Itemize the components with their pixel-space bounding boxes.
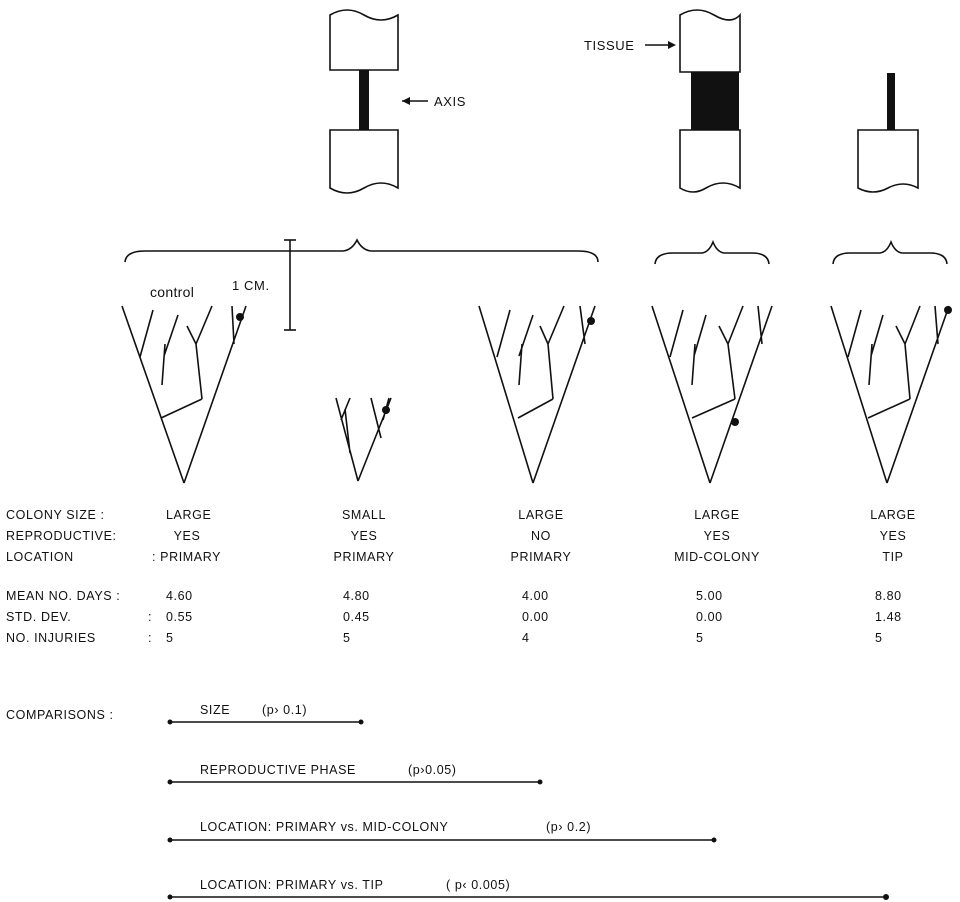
cell-sd: 0.00 (696, 610, 723, 624)
cell-n: 5 (166, 631, 174, 645)
row-sep: : (148, 610, 152, 624)
injury-dot (236, 313, 244, 321)
row-label-injuries: NO. INJURIES (6, 631, 96, 645)
comparison-endpoint (538, 780, 543, 785)
apparatus-tip (858, 73, 918, 192)
comparison-location-tip: LOCATION: PRIMARY vs. TIP ( p‹ 0.005) (168, 878, 890, 900)
cell-size: LARGE (166, 508, 211, 522)
scale-label: 1 CM. (232, 278, 270, 293)
row-labels: COLONY SIZE : REPRODUCTIVE: LOCATION MEA… (6, 508, 152, 645)
row-sep: : (148, 631, 152, 645)
comparison-endpoint (359, 720, 364, 725)
row-label-reproductive: REPRODUCTIVE: (6, 529, 117, 543)
colony-tree-control (122, 306, 246, 483)
cell-location: TIP (882, 550, 903, 564)
colony-tree-tip (831, 306, 952, 483)
row-label-std-dev: STD. DEV. (6, 610, 71, 624)
comparison-reproductive-phase: REPRODUCTIVE PHASE (p›0.05) (168, 763, 543, 785)
tissue-band (691, 72, 739, 130)
colony-tree-no-reproductive (479, 306, 595, 483)
brace-left (125, 240, 598, 262)
cell-sd: 0.55 (166, 610, 193, 624)
cell-mean: 8.80 (875, 589, 902, 603)
comparison-endpoint (168, 838, 173, 843)
brace-middle (655, 242, 769, 264)
brace-right (833, 242, 947, 264)
cell-size: LARGE (518, 508, 563, 522)
cell-mean: 4.60 (166, 589, 193, 603)
injury-dot (587, 317, 595, 325)
cell-sd: 1.48 (875, 610, 902, 624)
injury-dot (944, 306, 952, 314)
comparison-location-mid-colony: LOCATION: PRIMARY vs. MID-COLONY (p› 0.2… (168, 820, 717, 843)
comparison-endpoint (168, 720, 173, 725)
cell-mean: 4.00 (522, 589, 549, 603)
comparison-size: SIZE (p› 0.1) (168, 703, 364, 725)
cell-size: LARGE (694, 508, 739, 522)
cell-reproductive: YES (704, 529, 731, 543)
cell-mean: 5.00 (696, 589, 723, 603)
arrow-icon (645, 41, 676, 49)
cell-size: LARGE (870, 508, 915, 522)
comparison-p: ( p‹ 0.005) (446, 878, 510, 892)
cell-n: 5 (696, 631, 704, 645)
cell-sd: 0.45 (343, 610, 370, 624)
comparison-name: LOCATION: PRIMARY vs. MID-COLONY (200, 820, 448, 834)
comparison-endpoint (883, 894, 889, 900)
colony-tree-small (336, 398, 391, 481)
cell-location: : PRIMARY (152, 550, 221, 564)
cell-reproductive: YES (174, 529, 201, 543)
column-small: SMALL YES PRIMARY 4.80 0.45 5 (334, 508, 395, 645)
row-label-mean-days: MEAN NO. DAYS : (6, 589, 120, 603)
cell-reproductive: NO (531, 529, 551, 543)
comparison-endpoint (712, 838, 717, 843)
comparison-name: LOCATION: PRIMARY vs. TIP (200, 878, 384, 892)
cell-size: SMALL (342, 508, 386, 522)
comparison-p: (p›0.05) (408, 763, 457, 777)
cell-location: MID-COLONY (674, 550, 760, 564)
comparison-p: (p› 0.2) (546, 820, 591, 834)
row-label-location: LOCATION (6, 550, 74, 564)
cell-sd: 0.00 (522, 610, 549, 624)
comparison-name: REPRODUCTIVE PHASE (200, 763, 356, 777)
cell-n: 5 (343, 631, 351, 645)
apparatus-tissue (680, 10, 740, 192)
comparison-endpoint (168, 780, 173, 785)
cell-location: PRIMARY (511, 550, 572, 564)
cell-reproductive: YES (880, 529, 907, 543)
cell-reproductive: YES (351, 529, 378, 543)
cell-n: 5 (875, 631, 883, 645)
comparison-p: (p› 0.1) (262, 703, 307, 717)
column-control: LARGE YES : PRIMARY 4.60 0.55 5 (152, 508, 221, 645)
column-mid-colony: LARGE YES MID-COLONY 5.00 0.00 5 (674, 508, 760, 645)
row-label-colony-size: COLONY SIZE : (6, 508, 105, 522)
colony-tree-mid-colony (652, 306, 772, 483)
column-tip: LARGE YES TIP 8.80 1.48 5 (870, 508, 915, 645)
axis-stem (359, 70, 369, 130)
apparatus-axis (330, 10, 398, 193)
cell-mean: 4.80 (343, 589, 370, 603)
scale-bar (284, 240, 296, 330)
arrow-icon (402, 97, 428, 105)
injury-dot (382, 406, 390, 414)
cell-location: PRIMARY (334, 550, 395, 564)
tip-stem (887, 73, 895, 130)
axis-label: AXIS (434, 94, 466, 109)
cell-n: 4 (522, 631, 530, 645)
tissue-label: TISSUE (584, 38, 635, 53)
injury-dot (731, 418, 739, 426)
comparisons-label: COMPARISONS : (6, 708, 114, 722)
control-label: control (150, 284, 194, 300)
comparison-name: SIZE (200, 703, 230, 717)
comparison-endpoint (168, 895, 173, 900)
column-no-reproductive: LARGE NO PRIMARY 4.00 0.00 4 (511, 508, 572, 645)
